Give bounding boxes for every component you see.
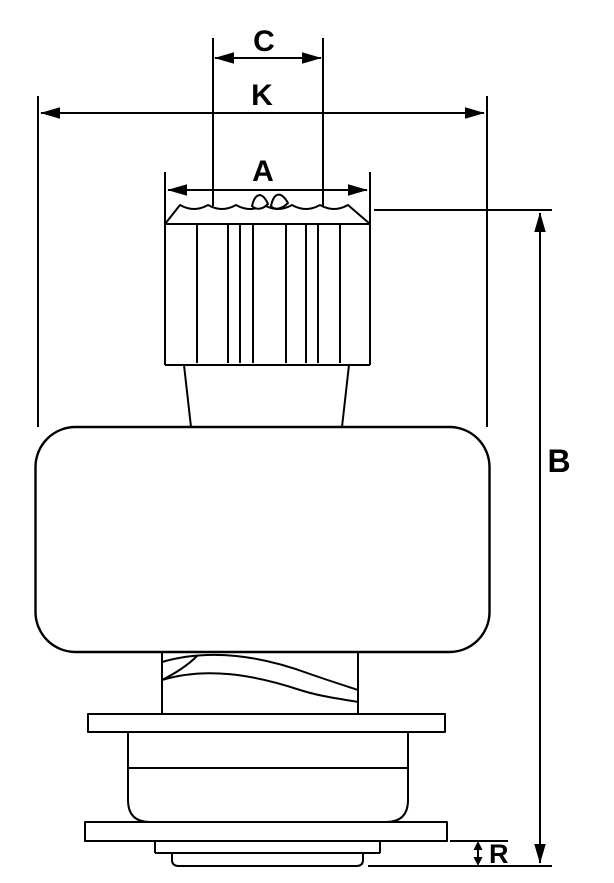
lower-flange	[84, 821, 448, 842]
neck-side-right	[341, 364, 350, 428]
gear-neck	[183, 364, 350, 428]
dim-b-label: B	[547, 443, 570, 479]
helical-spline-section	[161, 652, 359, 714]
gear-tooth-chamfer-left	[250, 194, 270, 210]
dimension-c: C	[212, 25, 324, 206]
helix-wrap-curl	[161, 655, 198, 681]
neck-side-left	[183, 364, 192, 428]
gear-tooth-chamfer-right	[269, 193, 290, 210]
dimension-k: K	[37, 79, 488, 427]
dimension-r: R	[450, 839, 509, 869]
clutch-housing-body	[34, 425, 491, 654]
pinion-gear	[164, 193, 371, 366]
dim-r-arrowhead-down	[473, 857, 483, 866]
dim-k-label: K	[251, 79, 273, 112]
bottom-hub	[154, 841, 381, 867]
drum-outline	[127, 732, 409, 823]
upper-flange	[87, 713, 446, 733]
drum-section	[127, 732, 409, 823]
helix-ribbon-bottom	[161, 672, 359, 703]
dim-r-label: R	[489, 839, 509, 869]
dim-c-label: C	[253, 25, 275, 58]
dim-r-arrowhead-up	[473, 841, 483, 850]
gear-spline-lines	[196, 224, 341, 363]
dimension-a: A	[164, 155, 371, 224]
dimension-b: B	[368, 209, 571, 867]
dim-a-label: A	[252, 155, 274, 188]
hub-lower-outline	[171, 853, 364, 867]
gear-top-teeth-outline	[164, 204, 371, 225]
helix-ribbon-top	[161, 653, 359, 691]
